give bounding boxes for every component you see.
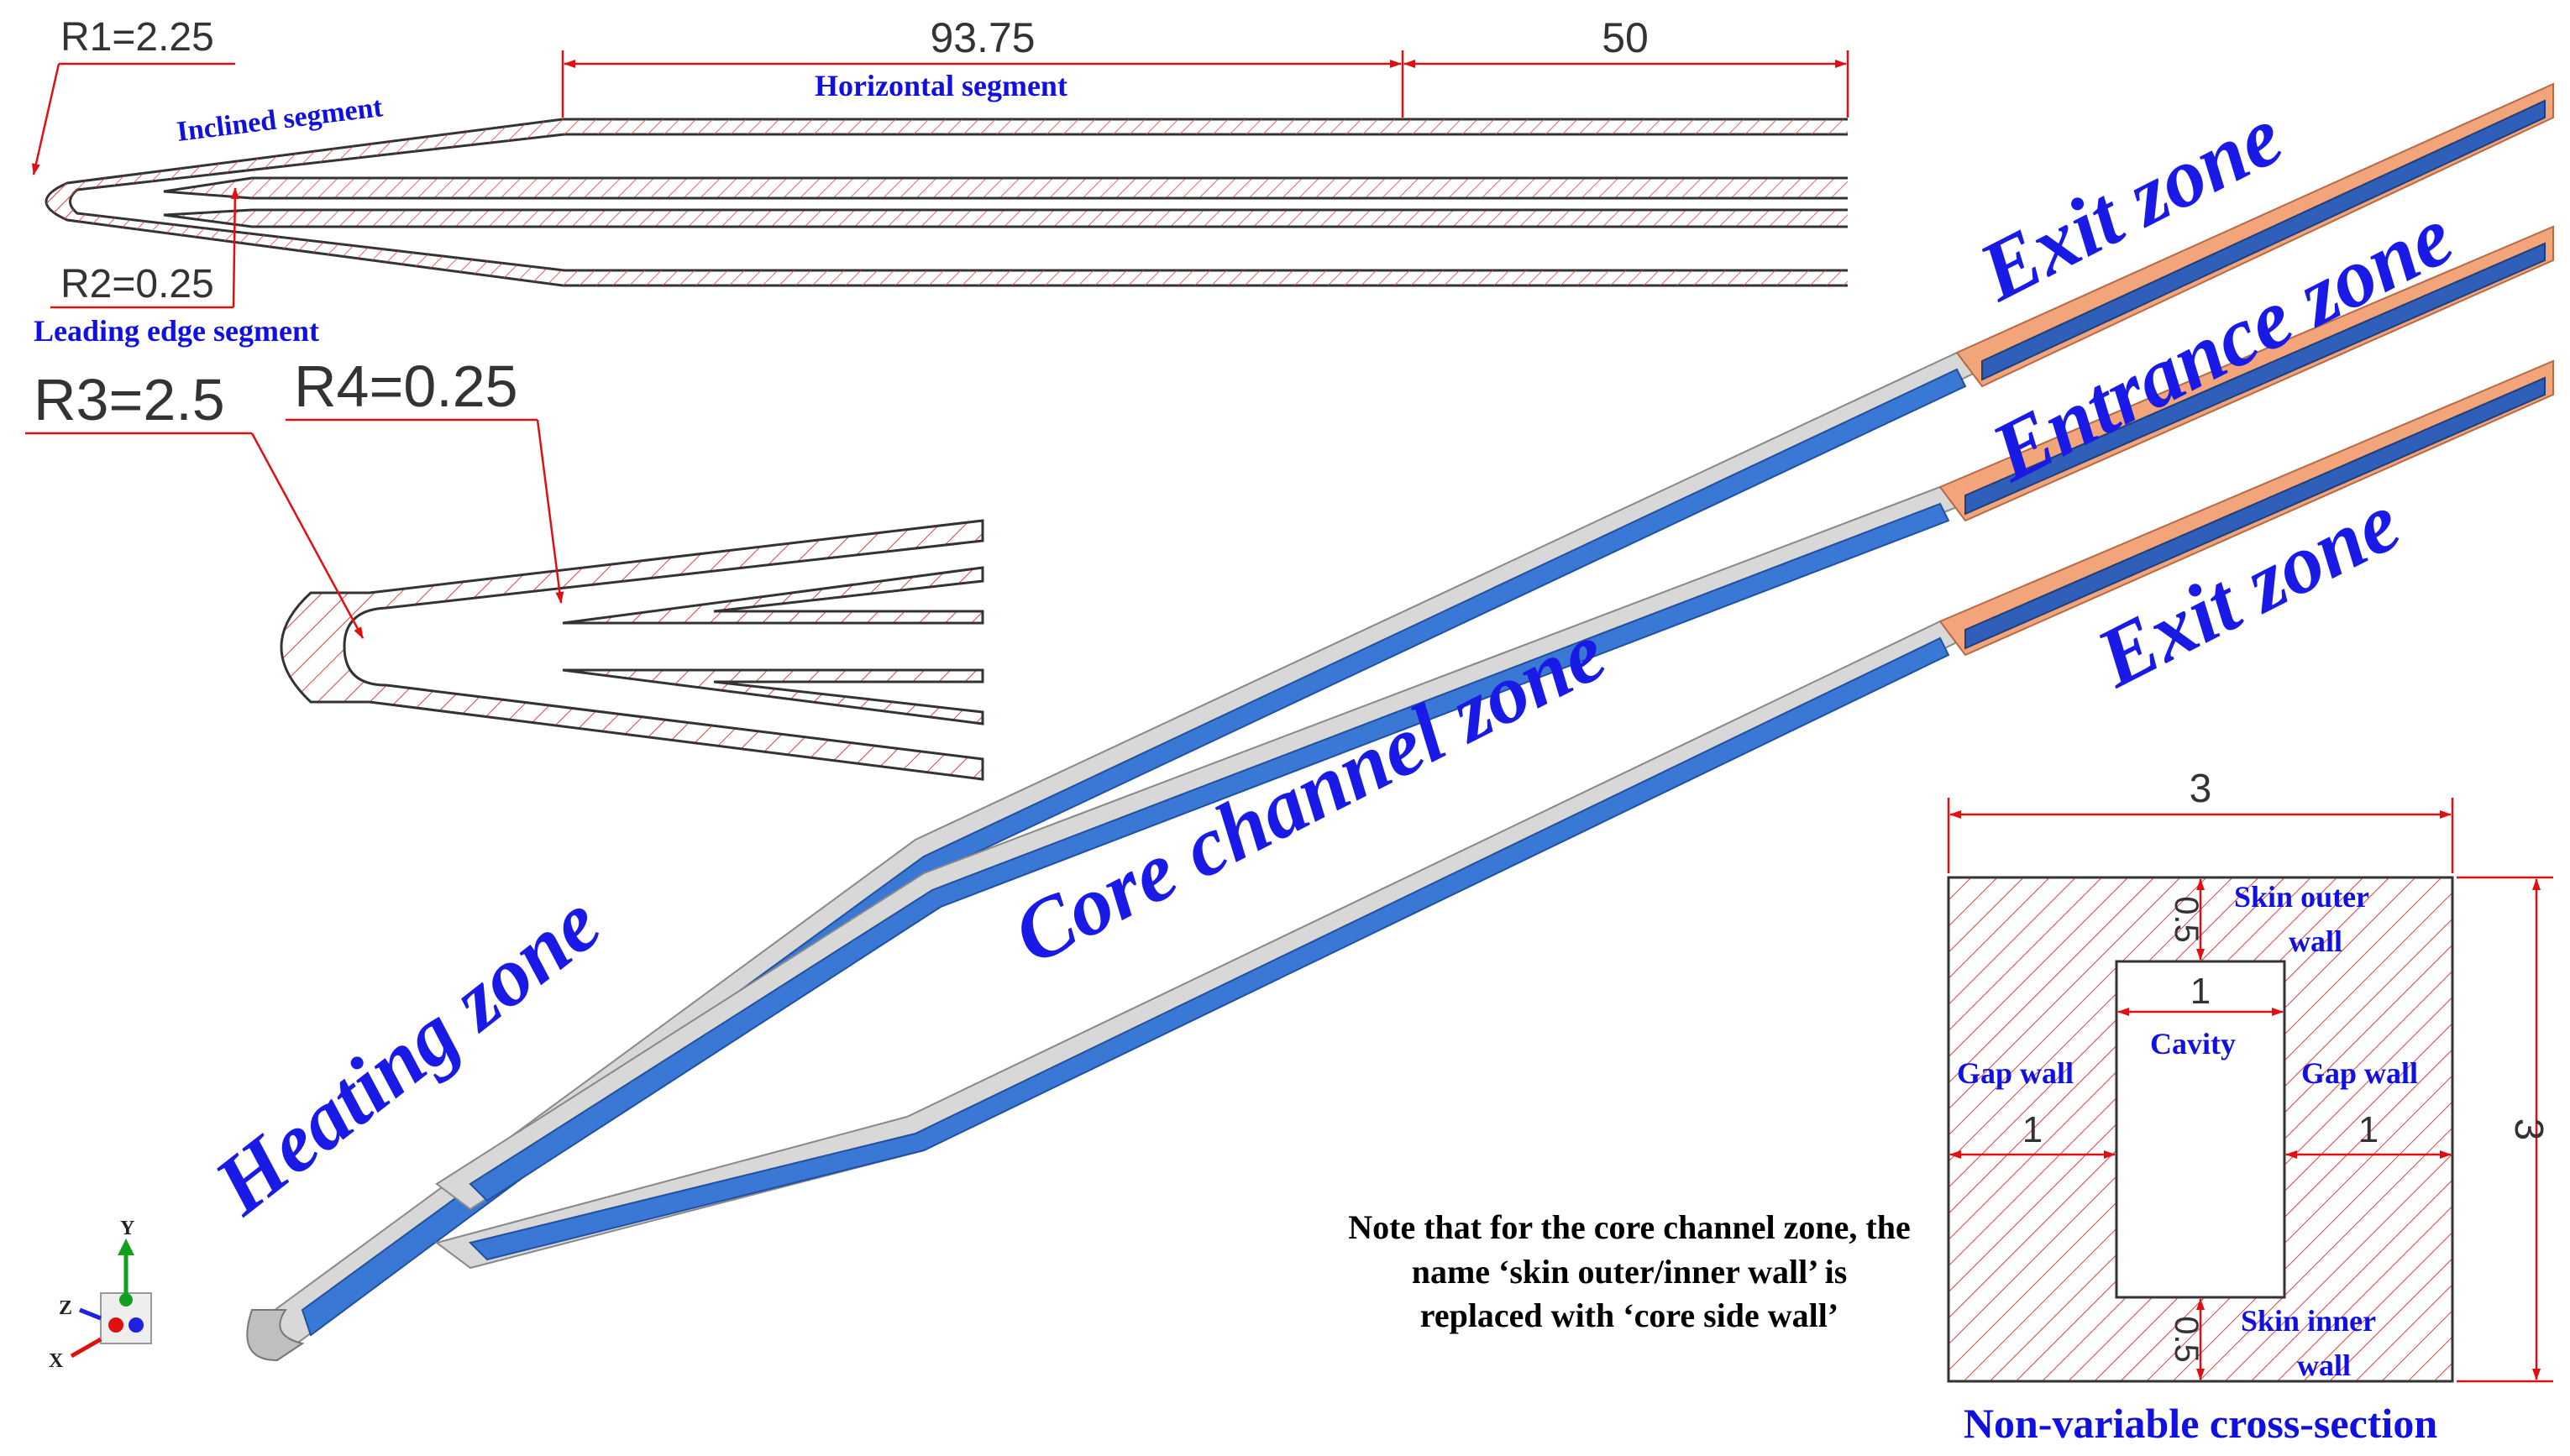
axis-y-label: Y [120, 1218, 134, 1239]
label-cavity: Cavity [2150, 1027, 2236, 1061]
plan-view [45, 118, 1848, 287]
plan-outer-shell [45, 118, 1848, 287]
note-line-3: replaced with ‘core side wall’ [1420, 1296, 1838, 1334]
leading-edge-detail [280, 519, 984, 781]
label-skin-inner-2: wall [2297, 1349, 2351, 1382]
label-heating-zone: Heating zone [197, 876, 616, 1233]
note-line-1: Note that for the core channel zone, the [1348, 1208, 1911, 1246]
channel-top [250, 82, 2554, 1354]
plan-inner-leg-upper [163, 176, 1848, 200]
dim-end-length: 50 [1602, 14, 1649, 61]
note-block: Note that for the core channel zone, the… [1348, 1208, 1911, 1334]
axis-x-label: X [49, 1350, 64, 1372]
detail-dimensions: R3=2.5 R4=0.25 [25, 354, 564, 639]
dim-r2: R2=0.25 [60, 262, 214, 306]
label-inclined-segment: Inclined segment [175, 92, 385, 148]
channel-middle [435, 225, 2554, 1211]
section-cavity [2115, 960, 2286, 1299]
dim-cavity-width: 1 [2190, 971, 2211, 1012]
axis-triad: Y Z X [49, 1218, 152, 1372]
dim-skin-top: 0.5 [2168, 896, 2205, 943]
plan-dimensions: 93.75 50 R1=2.25 R2=0.25 [32, 14, 1849, 309]
detail-outer-wall [280, 519, 984, 781]
heating-nose [246, 1309, 305, 1362]
dim-skin-bottom: 0.5 [2168, 1316, 2205, 1363]
plan-shell-hatch [46, 119, 1848, 285]
dim-r4: R4=0.25 [294, 354, 518, 419]
three-d-model [246, 82, 2554, 1362]
label-skin-inner-1: Skin inner [2241, 1304, 2376, 1338]
label-leading-edge-segment: Leading edge segment [34, 314, 319, 348]
label-horizontal-segment: Horizontal segment [815, 69, 1067, 102]
caption-cross-section: Non-variable cross-section [1964, 1400, 2437, 1447]
axis-z-label: Z [59, 1297, 72, 1319]
dim-section-height: 3 [2506, 1118, 2551, 1141]
dim-gap-left: 1 [2022, 1109, 2043, 1150]
detail-inner-leg-lower [562, 668, 984, 725]
note-line-2: name ‘skin outer/inner wall’ is [1412, 1253, 1848, 1291]
dim-section-width: 3 [2190, 767, 2212, 811]
label-gap-wall-right: Gap wall [2301, 1056, 2418, 1090]
dim-r3: R3=2.5 [34, 367, 225, 432]
dim-r1: R1=2.25 [60, 15, 214, 60]
detail-inner-leg-upper [562, 566, 984, 625]
dim-horizontal-length: 93.75 [930, 14, 1035, 61]
label-skin-outer-1: Skin outer [2234, 880, 2369, 914]
dim-gap-right: 1 [2358, 1109, 2379, 1150]
label-gap-wall-left: Gap wall [1957, 1056, 2074, 1090]
channel-bottom [434, 359, 2554, 1270]
label-skin-outer-2: wall [2289, 924, 2342, 958]
cross-section: 3 3 1 1 1 0.5 0.5 Skin outer wall Cavity… [1947, 767, 2553, 1447]
plan-inner-leg-lower [163, 208, 1848, 228]
